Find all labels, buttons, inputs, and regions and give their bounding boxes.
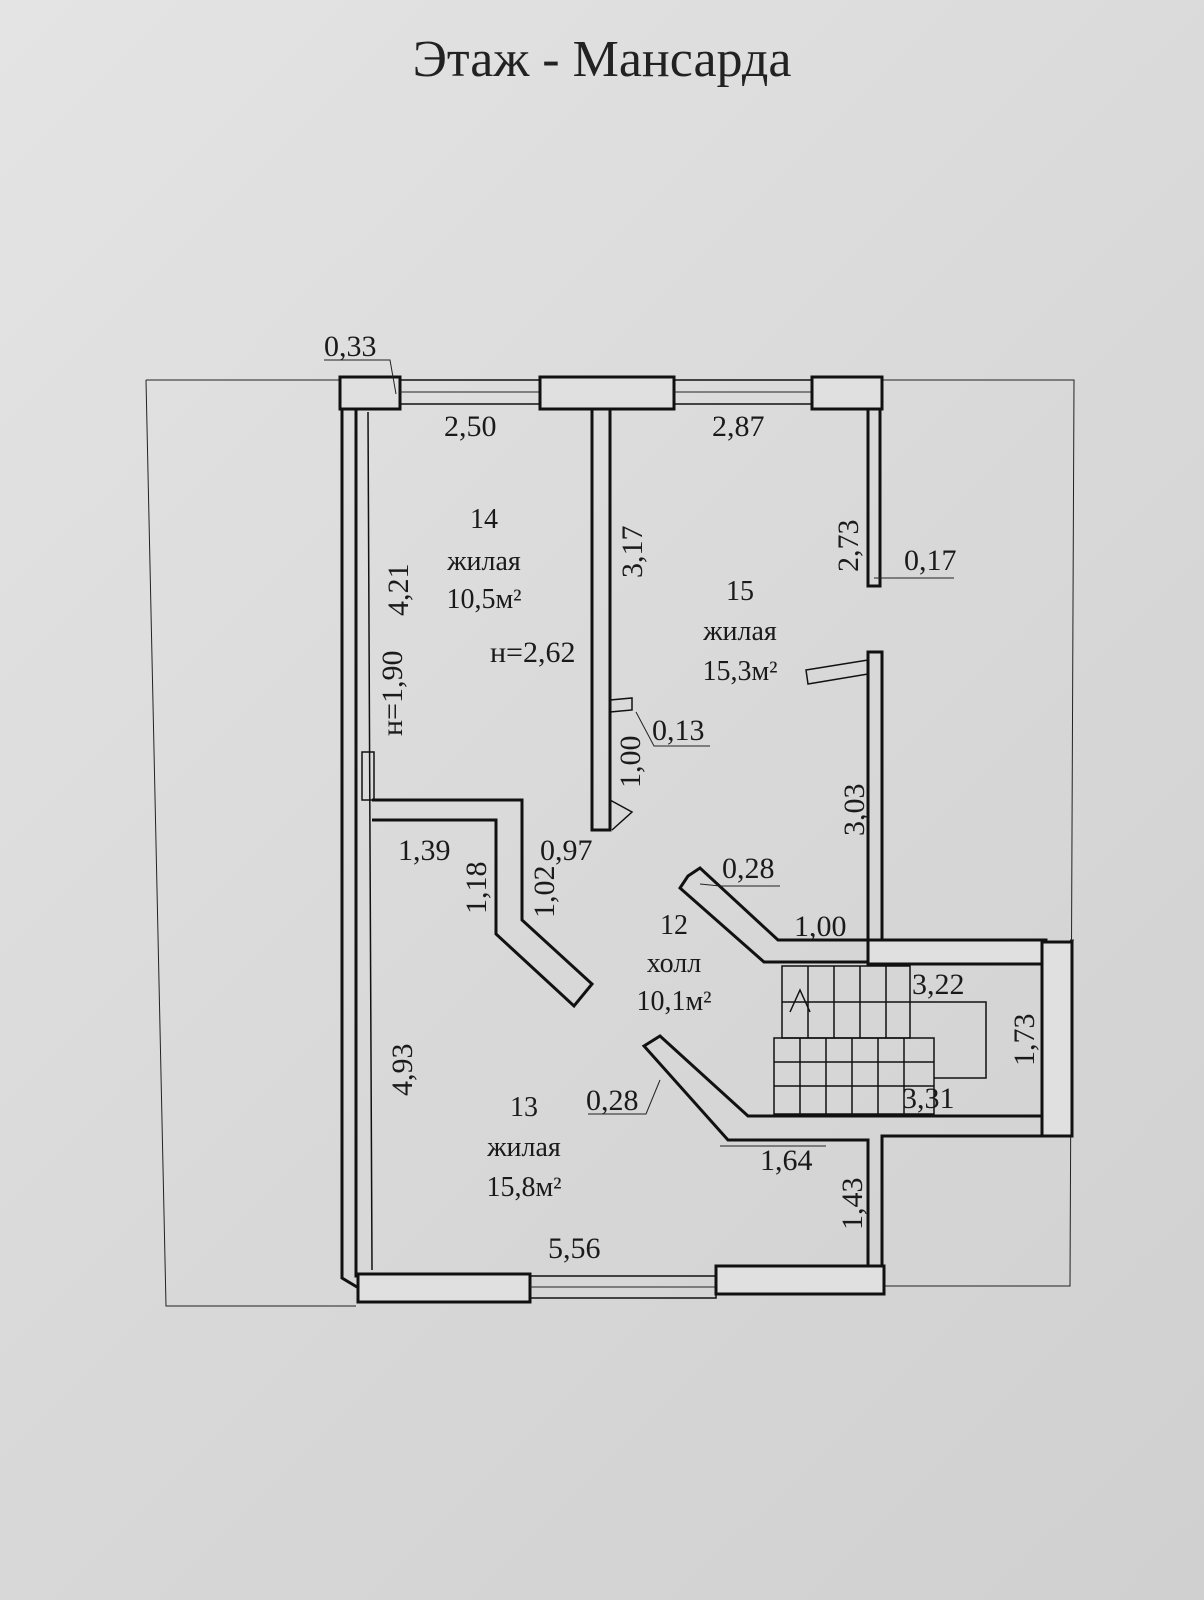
dim-1-02: 1,02	[528, 866, 561, 919]
dim-4-21: 4,21	[382, 564, 415, 617]
svg-text:жилая: жилая	[702, 616, 777, 647]
svg-text:12: 12	[660, 910, 688, 941]
leader-lines	[324, 359, 954, 1147]
svg-text:15: 15	[726, 576, 754, 607]
dim-1-00-stair: 1,00	[794, 910, 847, 943]
page-title: Этаж - Мансарда	[412, 31, 792, 88]
svg-text:холл: холл	[647, 948, 702, 979]
svg-text:13: 13	[510, 1092, 538, 1123]
right-upper-wall	[805, 409, 884, 942]
hall-stair-wall-lower	[641, 1034, 1044, 1278]
partition-14-15	[590, 409, 634, 832]
dim-0-28-lower: 0,28	[586, 1084, 639, 1117]
svg-text:15,8м²: 15,8м²	[486, 1172, 561, 1203]
dim-3-31: 3,31	[902, 1082, 955, 1115]
dim-0-33: 0,33	[324, 330, 377, 363]
svg-text:жилая: жилая	[446, 546, 521, 577]
roof-outline	[145, 379, 1075, 1307]
hall-stair-wall-upper	[678, 866, 1074, 1138]
room-12-label: 12 холл 10,1м²	[636, 910, 711, 1017]
room-15-label: 15 жилая 15,3м²	[702, 576, 777, 687]
dim-1-18: 1,18	[460, 862, 493, 915]
svg-text:15,3м²: 15,3м²	[702, 656, 777, 687]
top-wall	[338, 375, 884, 411]
dim-0-13: 0,13	[652, 714, 705, 747]
dim-1-39: 1,39	[398, 834, 451, 867]
bottom-wall	[356, 1264, 886, 1304]
dim-4-93: 4,93	[386, 1044, 419, 1097]
dim-0-97: 0,97	[540, 834, 593, 867]
svg-text:10,1м²: 10,1м²	[636, 986, 711, 1017]
dim-0-28-upper: 0,28	[722, 852, 775, 885]
dim-0-17: 0,17	[904, 544, 957, 577]
dim-5-56: 5,56	[548, 1232, 601, 1265]
left-wall	[340, 407, 375, 1298]
staircase	[773, 965, 987, 1115]
dim-3-03: 3,03	[838, 784, 871, 837]
dim-1-43: 1,43	[836, 1178, 869, 1231]
dim-1-64: 1,64	[760, 1144, 813, 1177]
room-13-label: 13 жилая 15,8м²	[486, 1092, 561, 1203]
dim-3-17: 3,17	[616, 526, 649, 579]
partition-14-12	[372, 798, 595, 1009]
dim-2-73: 2,73	[832, 520, 865, 573]
dim-3-22: 3,22	[912, 968, 965, 1001]
svg-text:14: 14	[470, 504, 498, 535]
ceiling-height-1-90: н=1,90	[376, 651, 409, 736]
svg-text:жилая: жилая	[486, 1132, 561, 1163]
ceiling-height-2-62: н=2,62	[490, 636, 575, 669]
svg-text:10,5м²: 10,5м²	[446, 584, 521, 615]
dim-1-00-partition: 1,00	[614, 736, 647, 789]
dim-2-50: 2,50	[444, 410, 497, 443]
room-14-label: 14 жилая 10,5м²	[446, 504, 521, 615]
dim-1-73: 1,73	[1008, 1014, 1041, 1067]
dim-2-87: 2,87	[712, 410, 765, 443]
